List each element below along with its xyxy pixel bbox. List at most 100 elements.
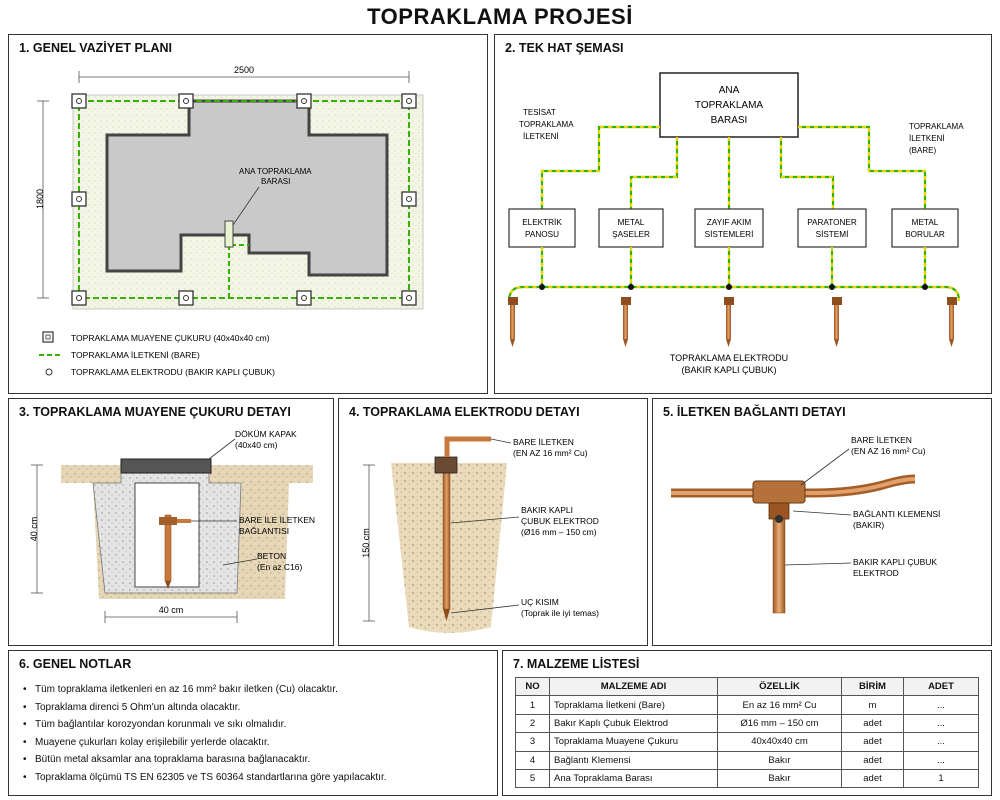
cell: ... — [903, 695, 979, 715]
col-qty: ADET — [903, 676, 979, 697]
cell: Bağlantı Klemensi — [549, 750, 718, 770]
right-label-2: İLETKENİ — [909, 134, 945, 143]
cell: Ø16 mm – 150 cm — [717, 713, 842, 734]
plan-dim-width: 2500 — [234, 65, 254, 75]
left-label-3: İLETKENİ — [523, 132, 559, 141]
left-label-2: TOPRAKLAMA — [519, 120, 574, 129]
note-item: Tüm bağlantılar korozyondan korunmalı ve… — [23, 716, 493, 734]
electrode-detail-drawing: BARE İLETKEN (EN AZ 16 mm² Cu) BAKIR KAP… — [361, 436, 599, 633]
conn-rod-label-2: ELEKTROD — [853, 568, 899, 578]
main-bus-line-3: BARASI — [711, 115, 748, 126]
electrode-label-2: (BAKIR KAPLI ÇUBUK) — [681, 365, 776, 375]
earth-electrodes — [508, 297, 957, 347]
connection-detail-panel: 5. İLETKEN BAĞLANTI DETAYI BARE İLETKEN … — [652, 398, 992, 646]
cover-label-2: (40x40 cm) — [235, 440, 278, 450]
box-2-line-2: ŞASELER — [612, 230, 650, 239]
table-row: 4 Bağlantı Klemensi Bakır adet ... — [515, 750, 979, 770]
cast-cover — [120, 458, 212, 474]
cell: 40x40x40 cm — [717, 732, 842, 752]
materials-heading: 7. MALZEME LİSTESİ — [513, 657, 640, 671]
main-bus-box — [659, 72, 799, 138]
connection-detail-heading: 5. İLETKEN BAĞLANTI DETAYI — [663, 405, 846, 419]
tip-label-2: (Toprak ile iyi temas) — [521, 608, 599, 618]
col-unit: BİRİM — [841, 676, 904, 697]
box-5-line-1: METAL — [912, 218, 939, 227]
legend-pit-text: TOPRAKLAMA MUAYENE ÇUKURU (40x40x40 cm) — [71, 333, 270, 343]
cell: 4 — [515, 750, 550, 770]
site-plan-drawing: 2500 1800 ANA TOPRAKLAMA BARASI TOPRAKLA… — [35, 65, 424, 377]
rod-label-3: (Ø16 mm – 150 cm) — [521, 527, 597, 537]
cover-label-1: DÖKÜM KAPAK — [235, 429, 297, 439]
note-item: Muayene çukurları kolay erişilebilir yer… — [23, 734, 493, 752]
electrode-detail-panel: 4. TOPRAKLAMA ELEKTRODU DETAYI BARE İLET… — [338, 398, 648, 646]
cell: 3 — [515, 732, 550, 752]
pit-dim-width: 40 cm — [159, 605, 184, 615]
cell: adet — [841, 732, 904, 752]
connection-detail-drawing: BARE İLETKEN (EN AZ 16 mm² Cu) BAĞLANTI … — [671, 435, 940, 614]
single-line-panel: 2. TEK HAT ŞEMASI ANA TOPRAKLAMA BARASI — [494, 34, 992, 394]
rod-label-1: BAKIR KAPLI — [521, 505, 573, 515]
concrete-label-2: (En az C16) — [257, 562, 303, 572]
page-title: TOPRAKLAMA PROJESİ — [367, 4, 633, 29]
legend-electrode-text: TOPRAKLAMA ELEKTRODU (BAKIR KAPLI ÇUBUK) — [71, 367, 275, 377]
connection-label-2: BAĞLANTISI — [239, 526, 289, 536]
col-name: MALZEME ADI — [549, 676, 718, 697]
cell: Topraklama İletkeni (Bare) — [549, 695, 718, 715]
electrode-label-1: TOPRAKLAMA ELEKTRODU — [670, 353, 788, 363]
right-label-3: (BARE) — [909, 146, 936, 155]
note-item: Bütün metal aksamlar ana topraklama bara… — [23, 751, 493, 769]
box-1-line-1: ELEKTRİK — [522, 217, 562, 227]
connection-label-1: BARE İLE İLETKEN — [239, 515, 315, 525]
box-1-line-2: PANOSU — [525, 230, 559, 239]
cell: adet — [841, 750, 904, 770]
main-bus-symbol — [224, 220, 234, 248]
materials-panel: 7. MALZEME LİSTESİ NO MALZEME ADI ÖZELLİ… — [502, 650, 992, 796]
inspection-pit-icon — [42, 331, 54, 343]
table-row: 3 Topraklama Muayene Çukuru 40x40x40 cm … — [515, 732, 979, 752]
electrode-clamp — [434, 456, 458, 474]
notes-panel: 6. GENEL NOTLAR Tüm topraklama iletkenle… — [8, 650, 498, 796]
legend-conductor-text: TOPRAKLAMA İLETKENİ (BARE) — [71, 350, 200, 360]
table-row: 5 Ana Topraklama Barası Bakır adet 1 — [515, 768, 979, 789]
cell: Bakır — [717, 750, 842, 770]
table-row: 1 Topraklama İletkeni (Bare) En az 16 mm… — [515, 695, 979, 715]
cell: ... — [903, 750, 979, 770]
connection-clamp — [752, 480, 806, 504]
bare-label-2: (EN AZ 16 mm² Cu) — [513, 448, 588, 458]
right-label-1: TOPRAKLAMA — [909, 122, 964, 131]
cell: Bakır — [717, 768, 842, 789]
plan-panel: 1. GENEL VAZİYET PLANI — [8, 34, 488, 394]
cell: Bakır Kaplı Çubuk Elektrod — [549, 713, 718, 734]
table-header-row: NO MALZEME ADI ÖZELLİK BİRİM ADET — [515, 676, 979, 697]
cell: 5 — [515, 768, 550, 789]
col-spec: ÖZELLİK — [717, 676, 842, 697]
notes-list: Tüm topraklama iletkenleri en az 16 mm² … — [23, 681, 493, 786]
equipment-boxes — [508, 208, 959, 248]
main-bus-line-2: TOPRAKLAMA — [695, 100, 763, 111]
electrode-icon — [45, 368, 53, 376]
conn-rod-label-1: BAKIR KAPLI ÇUBUK — [853, 557, 937, 567]
cell: adet — [841, 713, 904, 734]
rod-label-2: ÇUBUK ELEKTROD — [521, 516, 599, 526]
single-line-diagram: ANA TOPRAKLAMA BARASI TESİSAT TOPRAKLAMA… — [507, 72, 964, 375]
electrode-rod — [442, 464, 451, 610]
note-item: Tüm topraklama iletkenleri en az 16 mm² … — [23, 681, 493, 699]
conn-bare-label-2: (EN AZ 16 mm² Cu) — [851, 446, 926, 456]
bare-label-1: BARE İLETKEN — [513, 437, 574, 447]
note-item: Topraklama direnci 5 Ohm'un altında olac… — [23, 699, 493, 717]
box-3-line-1: ZAYIF AKIM — [707, 218, 752, 227]
col-no: NO — [515, 676, 550, 697]
box-2-line-1: METAL — [618, 218, 645, 227]
clamp-label-2: (BAKIR) — [853, 520, 884, 530]
cell: Topraklama Muayene Çukuru — [549, 732, 718, 752]
cell: ... — [903, 732, 979, 752]
notes-heading: 6. GENEL NOTLAR — [19, 657, 132, 671]
cell: adet — [841, 768, 904, 789]
cell: 1 — [515, 695, 550, 715]
plan-heading: 1. GENEL VAZİYET PLANI — [19, 41, 173, 55]
main-bus-line-1: ANA — [719, 85, 740, 96]
pit-detail-panel: 3. TOPRAKLAMA MUAYENE ÇUKURU DETAYI 40 c… — [8, 398, 334, 646]
table-row: 2 Bakır Kaplı Çubuk Elektrod Ø16 mm – 15… — [515, 713, 979, 734]
pit-detail-drawing: 40 cm 40 cm DÖKÜM KAPAK (40x40 cm) BARE … — [29, 429, 315, 623]
box-4-line-2: SİSTEMİ — [816, 229, 849, 239]
